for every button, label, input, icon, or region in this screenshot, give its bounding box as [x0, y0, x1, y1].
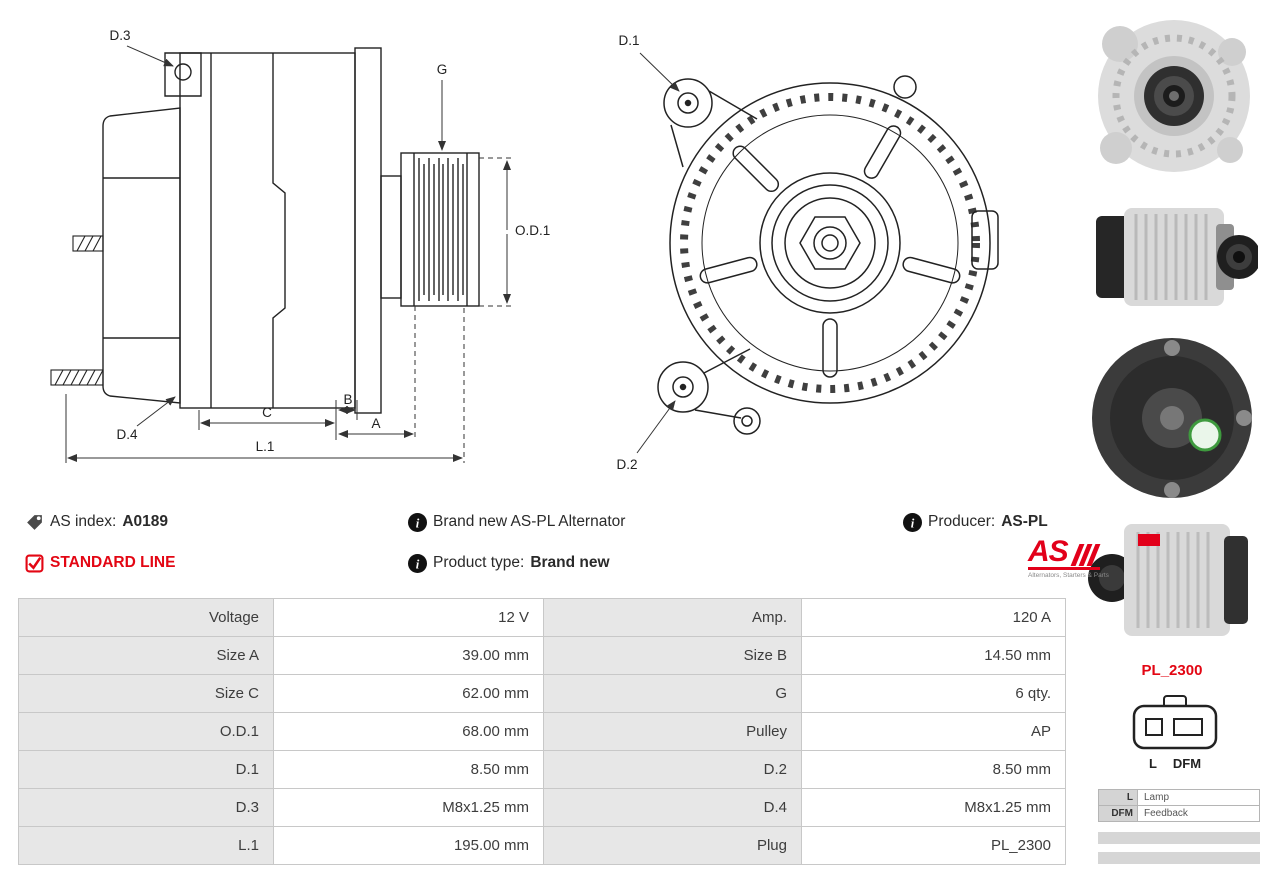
spec-label: Amp.	[543, 598, 802, 637]
spec-label: D.3	[18, 788, 274, 827]
spec-label: O.D.1	[18, 712, 274, 751]
plug-pin-l: L	[1148, 756, 1157, 771]
spec-value: 14.50 mm	[801, 636, 1066, 675]
spec-value: 12 V	[273, 598, 544, 637]
spec-value: M8x1.25 mm	[801, 788, 1066, 827]
plug-pin-labels: L DFM	[1130, 756, 1220, 771]
spec-table: Voltage 12 V Amp. 120 A Size A 39.00 mm …	[18, 598, 1066, 865]
spec-value: 39.00 mm	[273, 636, 544, 675]
dim-label-d4: D.4	[116, 427, 138, 442]
spec-label: G	[543, 674, 802, 713]
legend-key: DFM	[1098, 805, 1138, 822]
front-view-drawing: D.1 D.2	[616, 33, 999, 472]
producer-label: Producer:	[928, 513, 996, 530]
table-row: D.3 M8x1.25 mm D.4 M8x1.25 mm	[18, 788, 1066, 827]
svg-text:i: i	[911, 516, 915, 530]
spec-value: PL_2300	[801, 826, 1066, 865]
dim-label-d2: D.2	[616, 457, 637, 472]
info-icon: i	[408, 512, 427, 532]
info-icon: i	[408, 553, 427, 573]
side-view-drawing: D.3 G O.D.1 D.4 C B A L.1	[50, 28, 550, 463]
brand-new-text: Brand new AS-PL Alternator	[433, 513, 626, 530]
spec-value: 8.50 mm	[801, 750, 1066, 789]
dim-label-g: G	[437, 62, 448, 77]
product-photo-rear	[1086, 332, 1258, 504]
legend-row: L Lamp	[1098, 789, 1260, 806]
product-photo-front	[1086, 8, 1258, 180]
as-index-label: AS index:	[50, 513, 117, 530]
tag-icon	[27, 514, 42, 530]
dim-label-od1: O.D.1	[515, 223, 550, 238]
legend-value: Feedback	[1138, 805, 1260, 822]
spec-label: L.1	[18, 826, 274, 865]
as-index-row: AS index: A0189	[25, 510, 168, 534]
standard-line-row: STANDARD LINE	[25, 551, 175, 575]
legend-row: DFM Feedback	[1098, 805, 1260, 822]
plug-connector-drawing	[1132, 695, 1218, 750]
dim-label-a: A	[371, 416, 380, 431]
table-row: L.1 195.00 mm Plug PL_2300	[18, 826, 1066, 865]
legend-bar	[1098, 832, 1260, 844]
spec-value: 68.00 mm	[273, 712, 544, 751]
legend-key: L	[1098, 789, 1138, 806]
dim-label-b: B	[343, 392, 352, 407]
as-pl-logo-stripes	[1070, 544, 1101, 566]
product-type-label: Product type:	[433, 554, 525, 571]
pin-legend: L Lamp DFM Feedback	[1098, 789, 1260, 864]
info-icon: i	[903, 512, 922, 532]
spec-value: 6 qty.	[801, 674, 1066, 713]
spec-label: D.1	[18, 750, 274, 789]
spec-value: 62.00 mm	[273, 674, 544, 713]
plug-code-label: PL_2300	[1141, 662, 1203, 679]
svg-text:i: i	[416, 516, 420, 530]
spec-value: 195.00 mm	[273, 826, 544, 865]
as-pl-logo-rule	[1028, 567, 1100, 570]
as-pl-logo-text: AS	[1028, 535, 1069, 568]
spec-label: Size A	[18, 636, 274, 675]
producer-row: i Producer: AS-PL	[903, 510, 1048, 534]
spec-label: D.2	[543, 750, 802, 789]
product-photo-side-2	[1086, 506, 1258, 656]
as-index-value: A0189	[122, 513, 169, 530]
spec-value: AP	[801, 712, 1066, 751]
legend-bar	[1098, 852, 1260, 864]
brand-new-row: i Brand new AS-PL Alternator	[408, 510, 625, 534]
product-photo-side	[1090, 184, 1258, 329]
table-row: Size C 62.00 mm G 6 qty.	[18, 674, 1066, 713]
legend-value: Lamp	[1138, 789, 1260, 806]
spec-label: Voltage	[18, 598, 274, 637]
dim-label-l1: L.1	[256, 439, 275, 454]
dim-label-c: C	[262, 405, 272, 420]
table-row: D.1 8.50 mm D.2 8.50 mm	[18, 750, 1066, 789]
producer-value: AS-PL	[1001, 513, 1048, 530]
plug-pin-dfm: DFM	[1172, 756, 1202, 771]
product-type-value: Brand new	[530, 554, 610, 571]
table-row: Voltage 12 V Amp. 120 A	[18, 598, 1066, 637]
standard-line-label: STANDARD LINE	[50, 554, 176, 571]
product-type-row: i Product type: Brand new	[408, 551, 610, 575]
svg-text:i: i	[416, 557, 420, 571]
checkbox-check-icon	[25, 554, 44, 572]
dim-label-d3: D.3	[109, 28, 130, 43]
dim-label-d1: D.1	[618, 33, 639, 48]
table-row: Size A 39.00 mm Size B 14.50 mm	[18, 636, 1066, 675]
spec-label: Size B	[543, 636, 802, 675]
as-pl-logo-tagline: Alternators, Starters & Parts	[1028, 572, 1109, 579]
spec-value: 8.50 mm	[273, 750, 544, 789]
as-pl-logo: AS Alternators, Starters & Parts	[1028, 535, 1109, 579]
spec-label: Plug	[543, 826, 802, 865]
spec-label: D.4	[543, 788, 802, 827]
spec-label: Size C	[18, 674, 274, 713]
spec-label: Pulley	[543, 712, 802, 751]
spec-value: 120 A	[801, 598, 1066, 637]
spec-value: M8x1.25 mm	[273, 788, 544, 827]
table-row: O.D.1 68.00 mm Pulley AP	[18, 712, 1066, 751]
